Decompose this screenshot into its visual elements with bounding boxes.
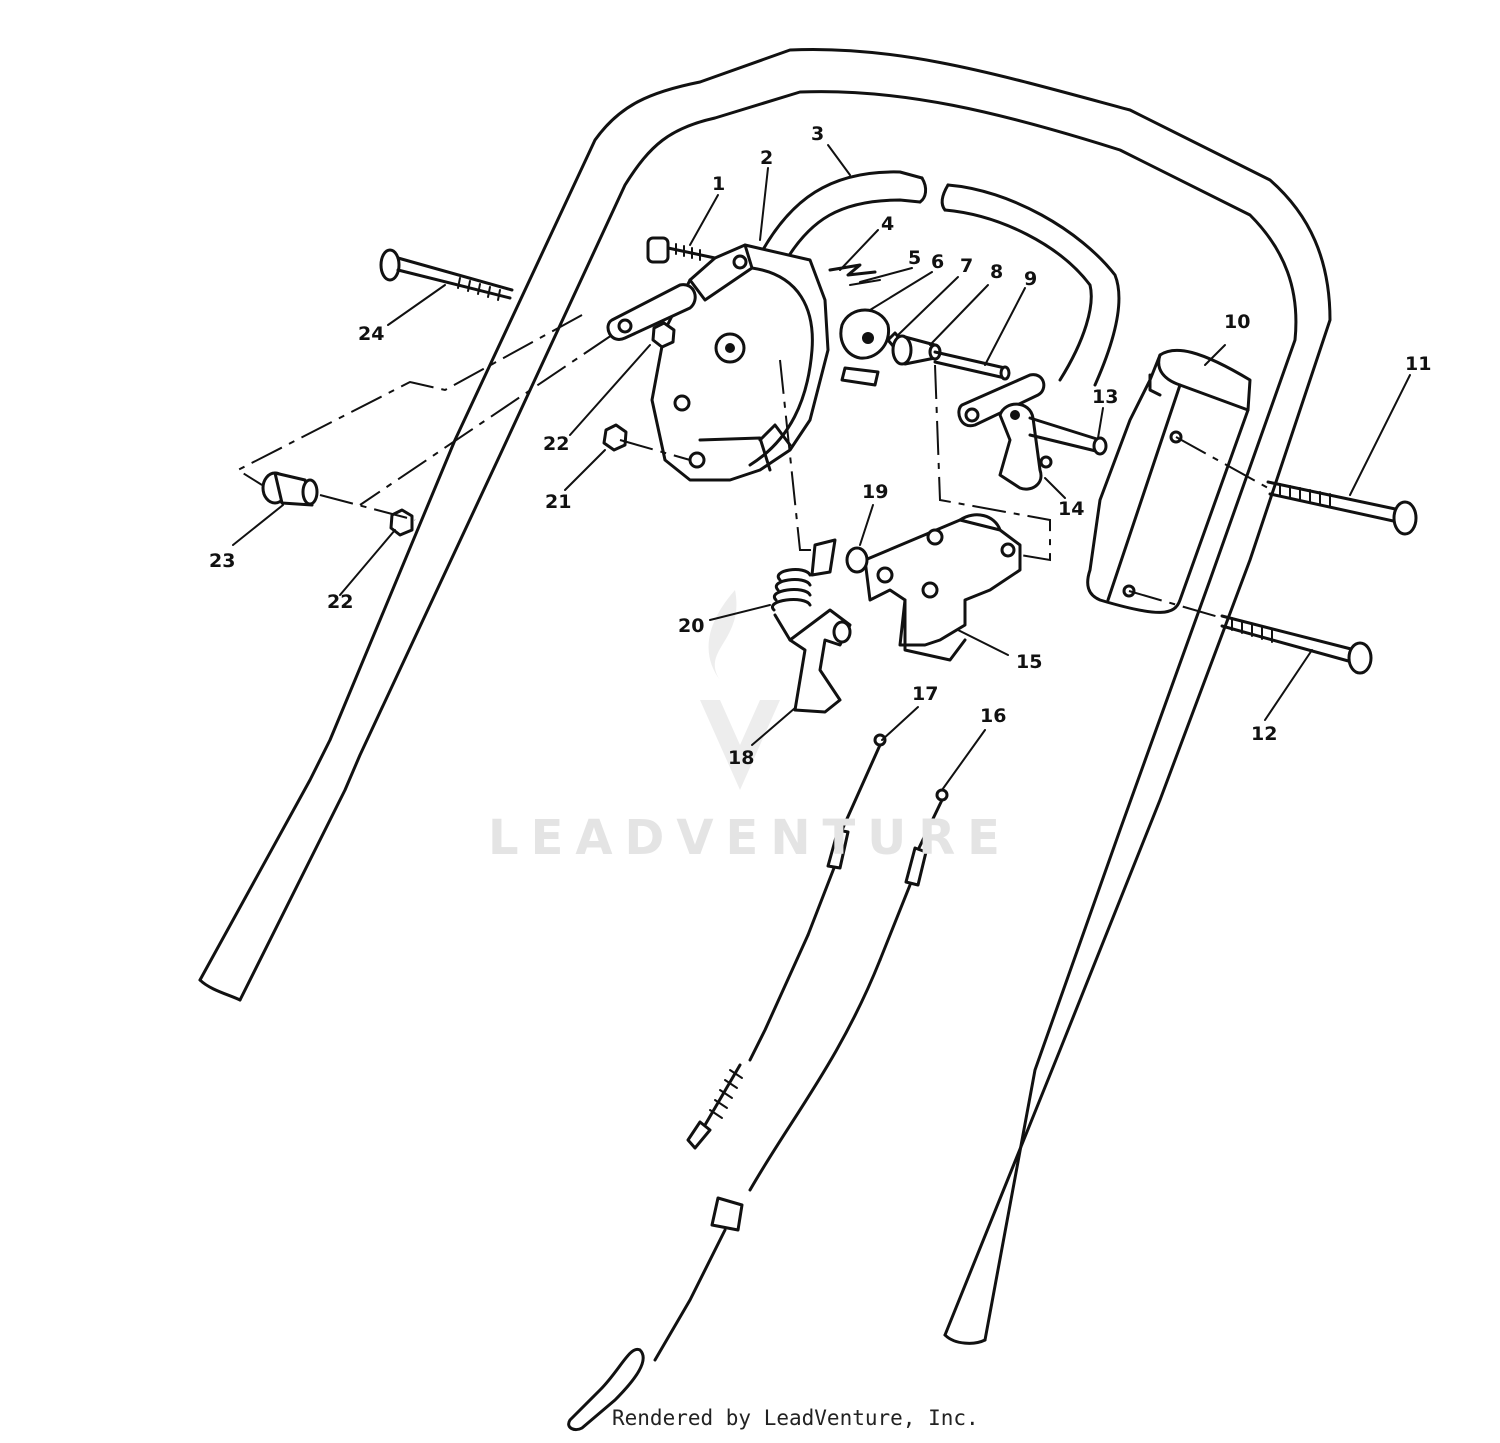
nut-22-upper (651, 321, 676, 349)
nut-22-lower (389, 508, 414, 537)
callout-8: 8 (990, 261, 1003, 283)
callout-1: 1 (712, 173, 725, 195)
callout-4: 4 (881, 213, 894, 235)
screw-1 (646, 236, 717, 264)
callout-17: 17 (912, 683, 938, 705)
watermark-text: LEADVENTURE (488, 810, 1012, 866)
callout-22-upper: 22 (543, 433, 569, 455)
callout-9: 9 (1024, 268, 1037, 290)
pin-13 (1028, 416, 1108, 456)
callout-12: 12 (1251, 723, 1277, 745)
rod-9 (933, 350, 1011, 381)
bushing-23 (261, 471, 319, 507)
callout-21: 21 (545, 491, 571, 513)
callout-23: 23 (209, 550, 235, 572)
callout-10: 10 (1224, 311, 1250, 333)
spring-clip-4 (828, 263, 877, 277)
callout-labels: 1 2 3 4 5 6 7 8 9 10 11 12 13 14 15 16 1… (209, 123, 1431, 769)
callout-22-lower: 22 (327, 591, 353, 613)
spring-20 (770, 538, 837, 612)
callout-2: 2 (760, 147, 773, 169)
callout-5: 5 (908, 247, 921, 269)
callout-24: 24 (358, 323, 384, 345)
washer-19 (845, 546, 869, 574)
callout-11: 11 (1405, 353, 1431, 375)
callout-14: 14 (1058, 498, 1084, 520)
carriage-bolt-24 (379, 248, 514, 301)
callout-6: 6 (931, 251, 944, 273)
callout-18: 18 (728, 747, 754, 769)
carriage-bolt-12 (1220, 614, 1373, 675)
watermark-logo (700, 590, 780, 790)
callout-20: 20 (678, 615, 704, 637)
callout-15: 15 (1016, 651, 1042, 673)
control-housing (650, 243, 830, 482)
bracket-15 (863, 513, 1022, 662)
assembly-lines (235, 314, 1269, 619)
render-credit: Rendered by LeadVenture, Inc. (612, 1406, 979, 1430)
leader-lines (232, 144, 1411, 791)
washer-5 (849, 279, 881, 286)
cam-6 (839, 308, 891, 387)
callout-19: 19 (862, 481, 888, 503)
bail-handle (758, 170, 1121, 387)
shaft-8 (891, 334, 942, 366)
callout-7: 7 (960, 255, 973, 277)
callout-16: 16 (980, 705, 1006, 727)
lever-18 (773, 608, 852, 714)
cable-17 (686, 733, 887, 1150)
handle-tube (198, 47, 1332, 1345)
cable-16 (567, 788, 949, 1432)
cover-plate-10 (1086, 348, 1252, 614)
carriage-bolt-11 (1266, 480, 1418, 536)
nut-21 (602, 423, 628, 452)
callout-3: 3 (811, 123, 824, 145)
callout-13: 13 (1092, 386, 1118, 408)
latch-lever-14 (957, 373, 1053, 491)
